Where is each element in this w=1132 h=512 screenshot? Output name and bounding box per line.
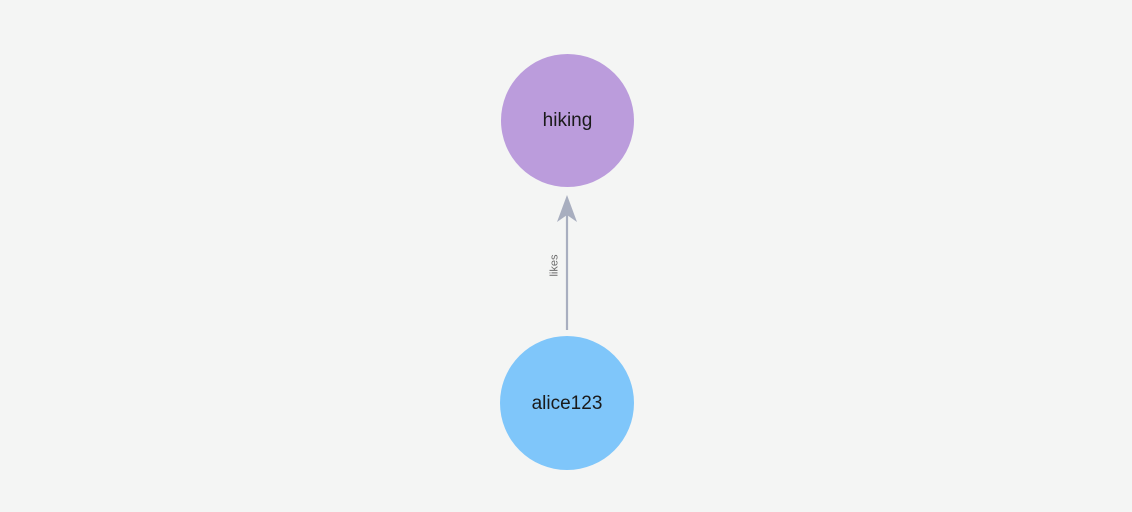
graph-node-label: hiking	[542, 110, 593, 131]
edge-label-likes: likes	[548, 254, 561, 277]
graph-node-alice123[interactable]: alice123	[500, 336, 634, 470]
edge-alice123-likes-hiking[interactable]	[557, 195, 577, 330]
graph-node-label: alice123	[531, 392, 603, 414]
graph-node-hiking[interactable]: hiking	[501, 54, 634, 187]
edge-arrowhead-icon	[557, 195, 577, 222]
